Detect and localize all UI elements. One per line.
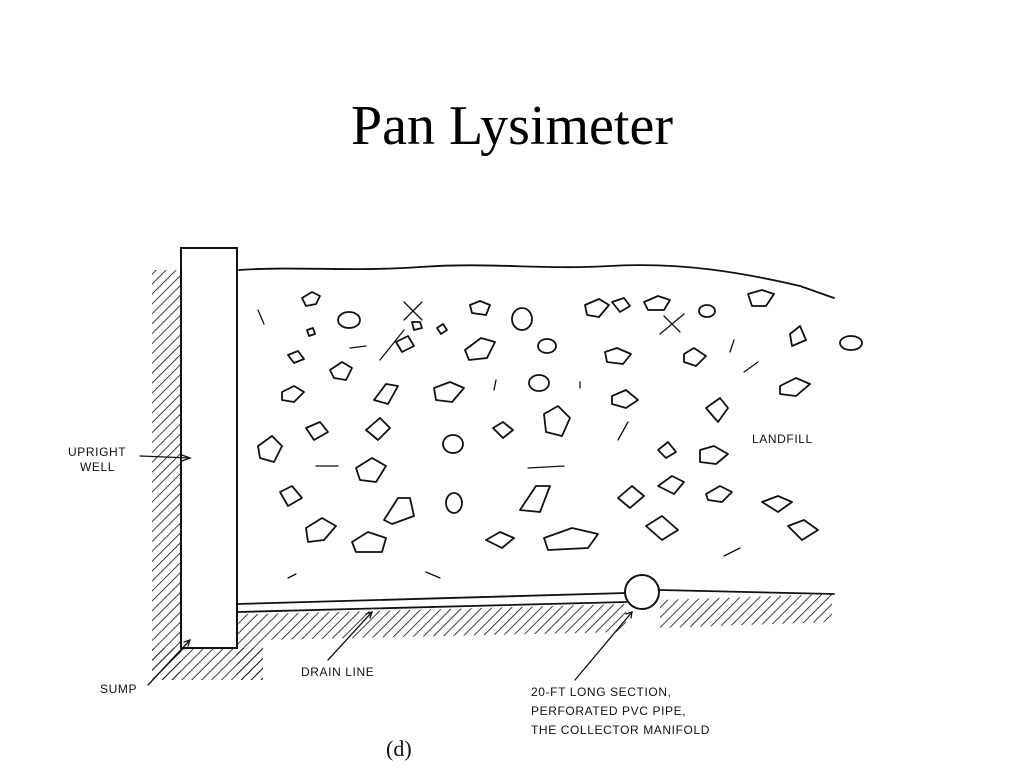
slide-title: Pan Lysimeter bbox=[351, 95, 673, 157]
label-drain-line: DRAIN LINE bbox=[301, 665, 374, 679]
label-upright-well-1: UPRIGHT bbox=[68, 445, 126, 459]
landfill-debris bbox=[257, 289, 863, 579]
label-pipe-2: PERFORATED PVC PIPE, bbox=[531, 704, 686, 718]
upright-well bbox=[180, 247, 238, 649]
floor-line-right bbox=[659, 589, 835, 595]
pvc-pipe bbox=[624, 574, 660, 610]
soil-hatch-left-wall bbox=[152, 270, 181, 680]
label-landfill: LANDFILL bbox=[752, 432, 813, 446]
label-sump: SUMP bbox=[100, 682, 137, 696]
label-pipe-1: 20-FT LONG SECTION, bbox=[531, 685, 672, 699]
leader-lines bbox=[139, 454, 633, 686]
figure-label: (d) bbox=[386, 736, 412, 761]
label-pipe-3: THE COLLECTOR MANIFOLD bbox=[531, 723, 710, 737]
ground-surface-line bbox=[238, 264, 835, 299]
soil-hatch-sump-bottom bbox=[152, 648, 263, 680]
soil-hatch-floor-right bbox=[660, 594, 832, 628]
drain-line bbox=[236, 592, 627, 613]
label-upright-well-2: WELL bbox=[80, 460, 115, 474]
